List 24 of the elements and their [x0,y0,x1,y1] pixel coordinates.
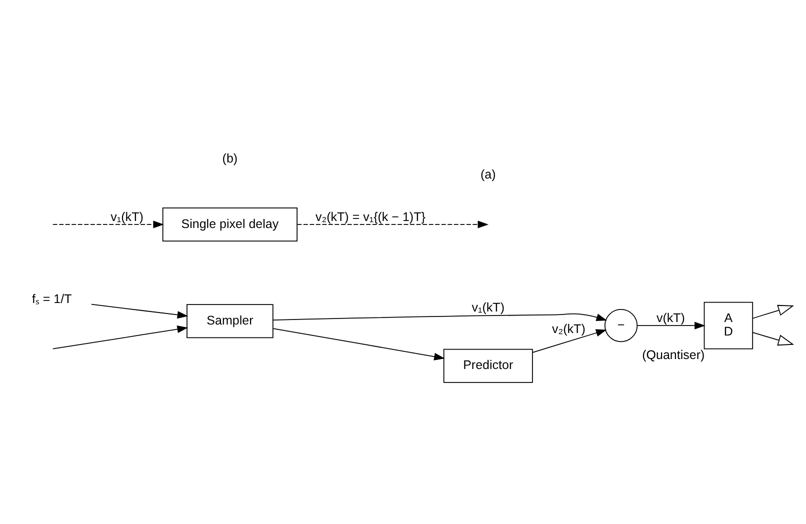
node-label: (Quantiser) [642,347,705,362]
edge-label: v₁(kT) [110,210,144,224]
node-box: Single pixel delay [162,206,298,241]
node-box: A D [704,301,754,349]
node-circle: − [604,308,638,342]
label: (b) [222,150,238,165]
label: (a) [480,167,496,182]
edge-label: v₂(kT) [552,321,586,336]
arrow [272,328,445,360]
edge-label: v(kT) [656,310,685,325]
edge-label: v₁(kT) [472,300,505,314]
node-box: Predictor [443,348,533,382]
node-box: Sampler [186,304,274,338]
arrow [752,332,794,346]
arrow [636,321,706,329]
arrow [752,304,794,318]
arrow [272,312,608,320]
node-text: fₛ = 1/T [32,291,72,306]
edge-label: v₂(kT) = v₁{(k − 1)T} [316,210,426,224]
arrow [532,328,607,352]
arrow [91,303,188,318]
arrow [52,325,188,349]
arrow [296,220,489,228]
arrow [52,220,164,228]
